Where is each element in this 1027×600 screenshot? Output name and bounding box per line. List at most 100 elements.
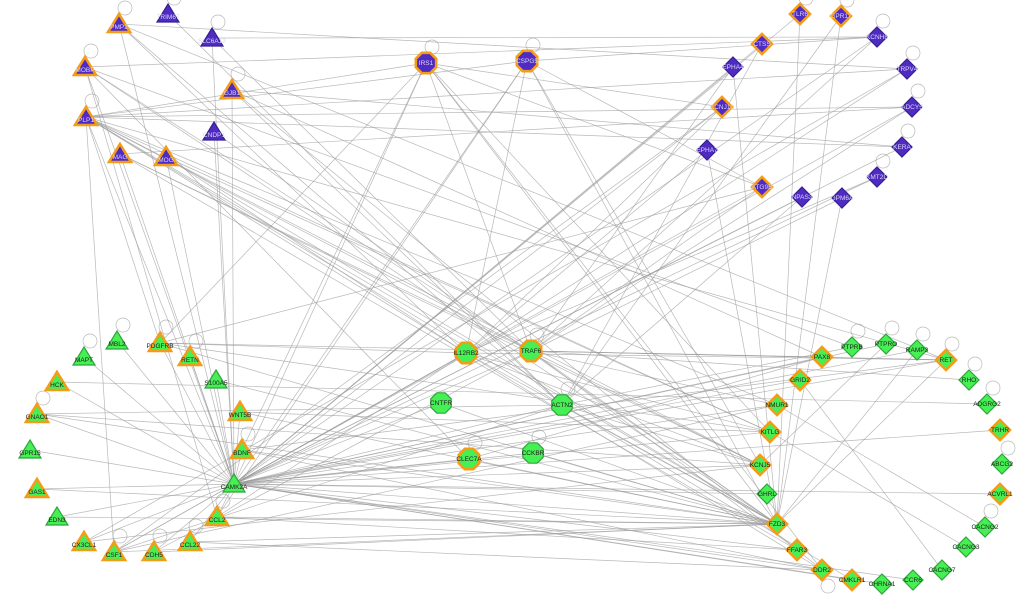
node-TRHR[interactable]: TRHR [988,418,1012,442]
edge-CAMK2A-KITLG[interactable] [233,431,771,485]
edge-MOG-KITLG[interactable] [165,156,771,433]
node-EDN3[interactable]: EDN3 [44,505,70,526]
node-shape-CTSS[interactable] [750,32,774,56]
node-RAMP3[interactable]: RAMP3 [906,339,929,361]
node-shape-PAX8[interactable] [810,345,834,369]
edge-CAMK2A-FFAR3[interactable] [233,483,798,551]
edge-CSF1-NMUR1[interactable] [113,404,778,553]
edge-MOG-FZD3[interactable] [165,156,778,525]
node-shape-CACNG2[interactable] [974,516,996,538]
node-shape-PTPRB[interactable] [841,336,863,358]
node-NMUR1[interactable]: NMUR1 [765,393,789,417]
node-shape-KITLG[interactable] [758,420,782,444]
node-shape-ATG9B[interactable] [750,175,774,199]
edge-WNT5B-FZD3[interactable] [239,411,778,525]
edge-CAMK2A-CCR6[interactable] [233,483,914,581]
edge-KCNJ10-CAMK2A[interactable] [233,106,723,485]
node-PTPRO[interactable]: PTPRO [875,333,897,355]
node-shape-HCK[interactable] [43,369,71,392]
node-GJB1[interactable]: GJB1 [218,77,246,100]
edge-ADCY5-CAMK2A[interactable] [233,106,913,485]
node-shape-KCNJ5[interactable] [748,453,772,477]
node-TRIM67[interactable]: TRIM67 [155,2,181,23]
edge-IRS1-PDGFRB[interactable] [159,62,427,344]
edge-CAMK2A-HCK[interactable] [56,381,235,485]
edge-ACTN2-KCNJ5[interactable] [561,404,761,466]
node-FFAR3[interactable]: FFAR3 [785,538,809,562]
node-CACNG3[interactable]: CACNG3 [952,536,980,558]
node-ADGRG2[interactable]: ADGRG2 [973,393,1001,415]
node-PDGFRB[interactable]: PDGFRB [146,330,174,353]
edge-S100A5-FZD3[interactable] [215,379,778,525]
node-CSF1[interactable]: CSF1 [100,539,128,562]
edge-CNTFR-FZD3[interactable] [440,402,778,525]
edge-MAG-ADCY5[interactable] [119,106,913,155]
node-CCL22[interactable]: CCL22 [176,529,204,552]
edge-CAMK2A-MAPT[interactable] [83,356,235,485]
edge-PLP1-NMUR1[interactable] [85,116,778,406]
node-shape-GRID2[interactable] [788,368,812,392]
node-shape-S100A5[interactable] [203,368,229,389]
node-shape-ADGRG2[interactable] [976,393,998,415]
edge-CAMK2A-MBL2[interactable] [116,340,235,485]
node-shape-CCR6[interactable] [902,569,924,591]
node-GPR17[interactable]: GPR17 [829,4,853,28]
edge-FZD3-RAMP3[interactable] [776,349,918,525]
edge-PDGFRB-KITLG[interactable] [159,342,771,433]
node-shape-CAMK2A[interactable] [221,472,247,493]
edge-CAMK2A-GNAO1[interactable] [36,413,235,485]
edge-TRPV4-CX3CL1[interactable] [83,68,908,543]
edge-EPHA4-FZD3[interactable] [732,66,778,525]
edge-PLP1-ADCY5[interactable] [85,106,913,118]
edge-CSPG5-IL12RB2[interactable] [465,60,528,354]
edge-MOBP-CCL2[interactable] [84,66,218,518]
node-CACNG2[interactable]: CACNG2 [971,516,999,538]
node-shape-TRHR[interactable] [988,418,1012,442]
edge-TRPV4-IL12RB2[interactable] [465,68,908,354]
node-shape-MAG[interactable] [106,141,134,164]
node-shape-SLC6A12[interactable] [199,26,225,47]
edge-CAMK2A-GRID2[interactable] [233,379,801,485]
node-CNDP1[interactable]: CNDP1 [201,120,227,141]
edge-CAMK2A-FZD3[interactable] [233,483,778,525]
edge-MAG-KCNJ5[interactable] [119,153,761,466]
edge-MOBP-FZD3[interactable] [84,66,778,525]
node-KMT2D[interactable]: KMT2D [866,166,888,188]
edge-PMP2-ACTN2[interactable] [118,23,563,406]
node-shape-CDH5[interactable] [140,539,168,562]
edge-GJB1-CAMK2A[interactable] [231,89,235,485]
edge-GPM6A-TRAF6[interactable] [530,197,843,352]
edge-IL12RB2-KITLG[interactable] [465,352,771,433]
edge-PLP1-PDGFRB[interactable] [85,116,161,344]
node-shape-GPM6A[interactable] [831,187,853,209]
edge-CAMK2A-RETN[interactable] [189,356,235,485]
edge-CCL22-DDR2[interactable] [189,541,823,571]
edge-GNAO1-FZD3[interactable] [36,413,778,525]
node-shape-EPHA7[interactable] [696,139,718,161]
edge-MOBP-CLEC7A[interactable] [84,66,470,460]
node-PAX8[interactable]: PAX8 [810,345,834,369]
node-shape-FZD3[interactable] [765,512,789,536]
edge-KCNJ5-PTPRO[interactable] [759,343,887,466]
node-MAG[interactable]: MAG [106,141,134,164]
node-shape-CX3CL1[interactable] [70,529,98,552]
node-shape-CCKBR[interactable] [522,442,544,464]
edge-ATG9B-PDGFRB[interactable] [159,186,763,344]
node-shape-MAPT[interactable] [71,345,97,366]
node-TRAF6[interactable]: TRAF6 [519,339,543,363]
node-GAS1[interactable]: GAS1 [23,476,51,499]
node-CSPG5[interactable]: CSPG5 [515,49,539,73]
edge-MOG-CAMK2A[interactable] [165,156,235,485]
edge-CX3CL1-KCNJ5[interactable] [83,464,761,543]
node-GPR15[interactable]: GPR15 [17,438,43,459]
edge-NPAS3-CAMK2A[interactable] [233,196,803,485]
node-TLR6[interactable]: TLR6 [788,2,812,26]
node-shape-CSPG5[interactable] [515,49,539,73]
node-shape-GHRL[interactable] [756,483,778,505]
edge-ACTN2-FZD3[interactable] [561,404,778,525]
node-shape-DDR2[interactable] [810,558,834,582]
node-CCKBR[interactable]: CCKBR [522,442,545,464]
node-shape-GPR17[interactable] [829,4,853,28]
edge-EPHA4-TRAF6[interactable] [530,66,734,352]
edge-PMP2-TRPV4[interactable] [118,23,908,70]
